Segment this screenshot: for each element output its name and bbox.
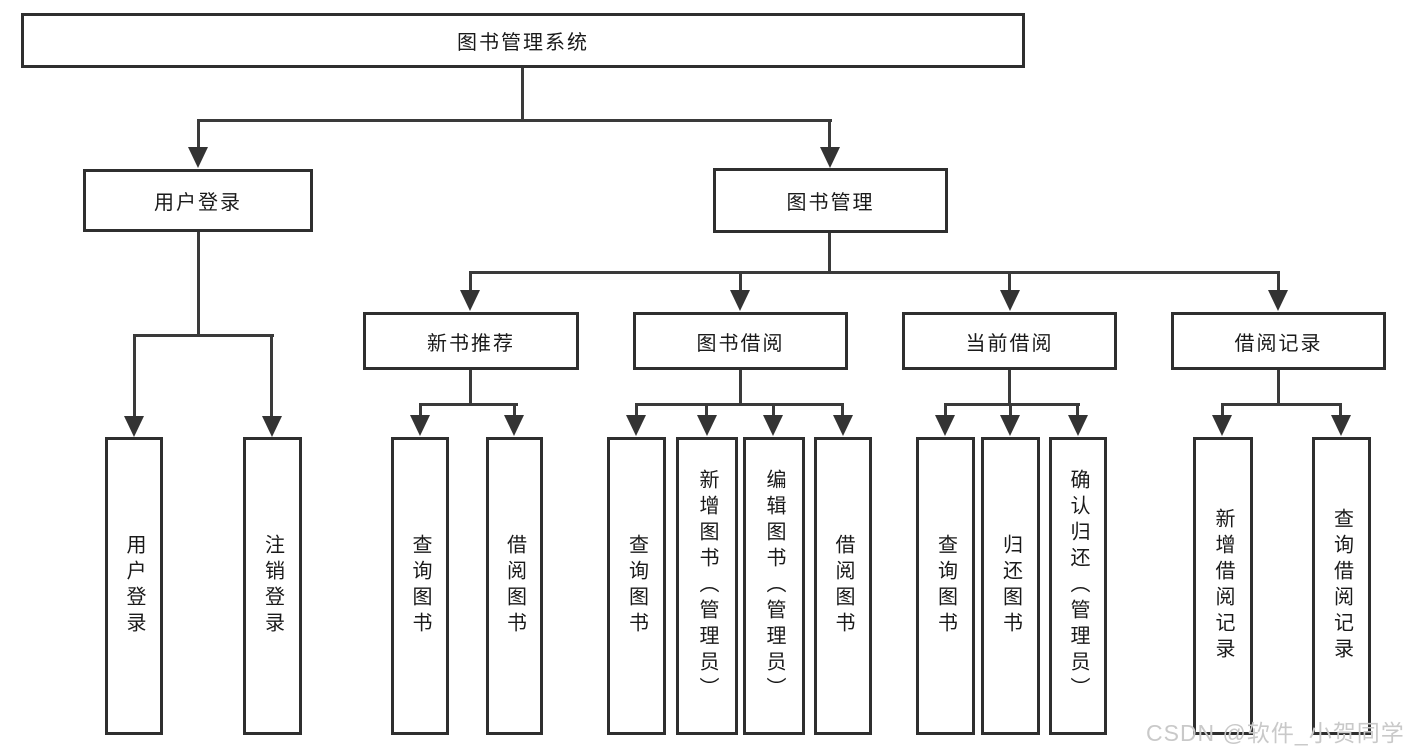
connector-line bbox=[197, 232, 200, 337]
connector-line bbox=[270, 334, 273, 418]
leaf-confirm-return-admin: 确认归还（管理员） bbox=[1049, 437, 1107, 735]
leaf-query-books: 查询图书 bbox=[391, 437, 449, 735]
arrowhead-down-icon bbox=[820, 147, 840, 168]
node-user-login: 用户登录 bbox=[83, 169, 313, 232]
node-library-management-system: 图书管理系统 bbox=[21, 13, 1025, 68]
connector-line bbox=[1277, 370, 1280, 406]
connector-line bbox=[419, 403, 422, 419]
leaf-label: 新增借阅记录 bbox=[1212, 508, 1234, 664]
connector-line bbox=[469, 271, 1280, 274]
leaf-edit-books-admin: 编辑图书（管理员） bbox=[743, 437, 805, 735]
connector-line bbox=[469, 370, 472, 406]
arrowhead-down-icon bbox=[410, 415, 430, 436]
leaf-label: 查询图书 bbox=[934, 534, 957, 638]
arrowhead-down-icon bbox=[1331, 415, 1351, 436]
arrowhead-down-icon bbox=[460, 290, 480, 311]
leaf-label: 归还图书 bbox=[999, 534, 1022, 638]
connector-line bbox=[828, 119, 831, 149]
arrowhead-down-icon bbox=[1268, 290, 1288, 311]
leaf-label: 用户登录 bbox=[123, 534, 145, 638]
leaf-label: 查询借阅记录 bbox=[1330, 508, 1353, 664]
connector-line bbox=[635, 403, 638, 419]
connector-line bbox=[1221, 403, 1224, 419]
node-book-borrowing: 图书借阅 bbox=[633, 312, 848, 370]
arrowhead-down-icon bbox=[833, 415, 853, 436]
connector-line bbox=[739, 271, 742, 293]
connector-line bbox=[1339, 403, 1342, 419]
leaf-borrow-books: 借阅图书 bbox=[486, 437, 543, 735]
arrowhead-down-icon bbox=[697, 415, 717, 436]
arrowhead-down-icon bbox=[1000, 290, 1020, 311]
leaf-label: 借阅图书 bbox=[503, 534, 526, 638]
leaf-label: 注销登录 bbox=[261, 534, 284, 638]
node-new-book-recommendation: 新书推荐 bbox=[363, 312, 579, 370]
arrowhead-down-icon bbox=[626, 415, 646, 436]
leaf-add-books-admin: 新增图书（管理员） bbox=[676, 437, 738, 735]
arrowhead-down-icon bbox=[262, 416, 282, 437]
connector-line bbox=[521, 68, 524, 121]
leaf-label: 查询图书 bbox=[625, 534, 648, 638]
arrowhead-down-icon bbox=[1068, 415, 1088, 436]
connector-line bbox=[513, 403, 516, 419]
connector-line bbox=[197, 119, 200, 149]
connector-line bbox=[1076, 403, 1079, 419]
leaf-return-books: 归还图书 bbox=[981, 437, 1040, 735]
node-current-borrowing: 当前借阅 bbox=[902, 312, 1117, 370]
arrowhead-down-icon bbox=[730, 290, 750, 311]
leaf-label: 新增图书（管理员） bbox=[696, 469, 718, 703]
leaf-logout: 注销登录 bbox=[243, 437, 302, 735]
connector-line bbox=[1008, 271, 1011, 293]
leaf-label: 查询图书 bbox=[409, 534, 431, 638]
connector-line bbox=[841, 403, 844, 419]
leaf-user-login: 用户登录 bbox=[105, 437, 163, 735]
connector-line bbox=[133, 334, 136, 418]
arrowhead-down-icon bbox=[1212, 415, 1232, 436]
connector-line bbox=[1009, 403, 1012, 419]
leaf-label: 借阅图书 bbox=[832, 534, 854, 638]
arrowhead-down-icon bbox=[124, 416, 144, 437]
csdn-watermark: CSDN @软件_小贺同学 bbox=[1146, 720, 1405, 746]
leaf-label: 编辑图书（管理员） bbox=[763, 469, 785, 703]
leaf-label: 确认归还（管理员） bbox=[1067, 469, 1089, 703]
connector-line bbox=[1277, 271, 1280, 293]
arrowhead-down-icon bbox=[935, 415, 955, 436]
connector-line bbox=[133, 334, 274, 337]
arrowhead-down-icon bbox=[188, 147, 208, 168]
leaf-query-books: 查询图书 bbox=[607, 437, 666, 735]
connector-line bbox=[469, 271, 472, 293]
connector-line bbox=[197, 119, 832, 122]
arrowhead-down-icon bbox=[504, 415, 524, 436]
leaf-query-borrow-record: 查询借阅记录 bbox=[1312, 437, 1371, 735]
arrowhead-down-icon bbox=[763, 415, 783, 436]
node-borrowing-records: 借阅记录 bbox=[1171, 312, 1386, 370]
leaf-add-borrow-record: 新增借阅记录 bbox=[1193, 437, 1253, 735]
leaf-query-books: 查询图书 bbox=[916, 437, 975, 735]
connector-line bbox=[1008, 370, 1011, 406]
arrowhead-down-icon bbox=[1000, 415, 1020, 436]
leaf-borrow-books: 借阅图书 bbox=[814, 437, 872, 735]
node-book-management: 图书管理 bbox=[713, 168, 948, 233]
connector-line bbox=[828, 233, 831, 273]
connector-line bbox=[739, 370, 742, 406]
connector-line bbox=[1221, 403, 1342, 406]
connector-line bbox=[944, 403, 1080, 406]
connector-line bbox=[419, 403, 518, 406]
connector-line bbox=[944, 403, 947, 419]
connector-line bbox=[705, 403, 708, 419]
connector-line bbox=[635, 403, 844, 406]
connector-line bbox=[772, 403, 775, 419]
